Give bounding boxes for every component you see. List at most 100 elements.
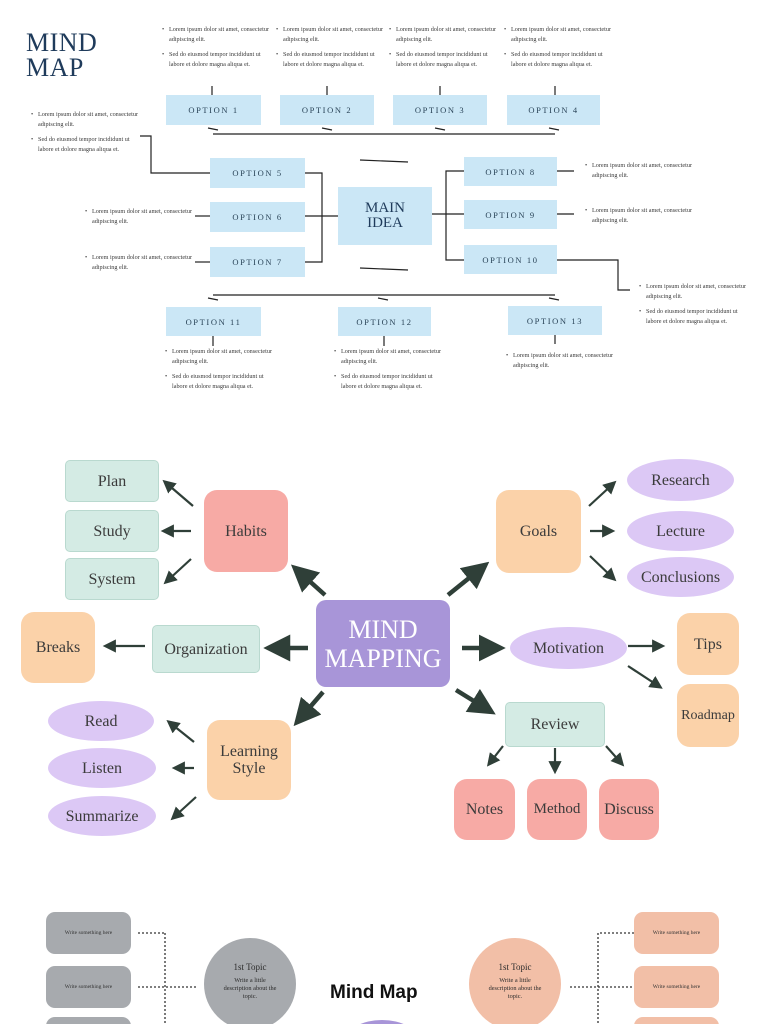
note-bullet: Lorem ipsum dolor sit amet, consectetur … [639, 282, 747, 301]
note-option-11: Lorem ipsum dolor sit amet, consectetur … [165, 347, 273, 391]
note-bullet: Lorem ipsum dolor sit amet, consectetur … [85, 207, 193, 226]
right-pill-3 [634, 1017, 719, 1024]
note-option-6: Lorem ipsum dolor sit amet, consectetur … [85, 207, 193, 226]
note-option-9: Lorem ipsum dolor sit amet, consectetur … [585, 206, 695, 225]
note-bullet: Lorem ipsum dolor sit amet, consectetur … [162, 25, 272, 44]
note-bullet: Sed do eiusmod tempor incididunt ut labo… [639, 307, 747, 326]
option-6-box: OPTION 6 [210, 202, 305, 232]
option-12-box: OPTION 12 [338, 307, 431, 336]
system-node: System [65, 558, 159, 600]
conclusions-node: Conclusions [627, 557, 734, 597]
template-1-connectors [140, 86, 630, 346]
note-bullet: Sed do eiusmod tempor incididunt ut labo… [389, 50, 499, 69]
option-13-box: OPTION 13 [508, 306, 602, 335]
center-line-1: MIND [348, 614, 418, 644]
topic-title: 1st Topic [233, 962, 267, 972]
lecture-node: Lecture [627, 511, 734, 551]
center-line-2: MAPPING [324, 643, 442, 673]
note-bullet: Lorem ipsum dolor sit amet, consectetur … [276, 25, 386, 44]
arrow-to-review [454, 688, 496, 715]
topic-description: Write a little description about the top… [223, 977, 277, 1000]
research-node: Research [627, 459, 734, 501]
option-2-box: OPTION 2 [280, 95, 374, 125]
note-bullet: Lorem ipsum dolor sit amet, consectetur … [31, 110, 139, 129]
right-pill-2: Write something here [634, 966, 719, 1008]
read-node: Read [48, 701, 154, 741]
note-bullet: Sed do eiusmod tempor incididunt ut labo… [165, 372, 273, 391]
tips-node: Tips [677, 613, 739, 675]
note-bullet: Lorem ipsum dolor sit amet, consectetur … [389, 25, 499, 44]
note-option-2: Lorem ipsum dolor sit amet, consectetur … [276, 25, 386, 69]
note-option-3: Lorem ipsum dolor sit amet, consectetur … [389, 25, 499, 69]
note-bullet: Sed do eiusmod tempor incididunt ut labo… [504, 50, 614, 69]
main-idea-line-2: IDEA [367, 215, 403, 231]
left-pill-2: Write something here [46, 966, 131, 1008]
note-bullet: Sed do eiusmod tempor incididunt ut labo… [31, 135, 139, 154]
option-4-box: OPTION 4 [507, 95, 600, 125]
template-3-title: Mind Map [330, 982, 418, 1003]
review-node: Review [505, 702, 605, 747]
note-bullet: Lorem ipsum dolor sit amet, consectetur … [585, 206, 695, 225]
note-bullet: Sed do eiusmod tempor incididunt ut labo… [276, 50, 386, 69]
organization-node: Organization [152, 625, 260, 673]
arrow-to-learning-style [293, 690, 325, 727]
note-option-13: Lorem ipsum dolor sit amet, consectetur … [506, 351, 614, 370]
option-8-box: OPTION 8 [464, 157, 557, 186]
discuss-node: Discuss [599, 779, 659, 840]
topic-description: Write a little description about the top… [488, 977, 542, 1000]
note-option-5: Lorem ipsum dolor sit amet, consectetur … [31, 110, 139, 154]
roadmap-node: Roadmap [677, 684, 739, 747]
note-option-4: Lorem ipsum dolor sit amet, consectetur … [504, 25, 614, 69]
option-9-box: OPTION 9 [464, 200, 557, 229]
topic-title: 1st Topic [498, 962, 532, 972]
left-pill-3 [46, 1017, 131, 1024]
center-ellipse-partial [360, 1020, 404, 1024]
note-option-7: Lorem ipsum dolor sit amet, consectetur … [85, 253, 193, 272]
note-bullet: Lorem ipsum dolor sit amet, consectetur … [85, 253, 193, 272]
option-7-box: OPTION 7 [210, 247, 305, 277]
right-pill-1: Write something here [634, 912, 719, 954]
left-pill-1: Write something here [46, 912, 131, 954]
arrow-to-goals [446, 561, 490, 597]
main-idea-line-1: MAIN [365, 200, 405, 216]
note-bullet: Lorem ipsum dolor sit amet, consectetur … [504, 25, 614, 44]
summarize-node: Summarize [48, 796, 156, 836]
learning-style-line-1: Learning [220, 743, 278, 760]
option-11-box: OPTION 11 [166, 307, 261, 336]
note-bullet: Lorem ipsum dolor sit amet, consectetur … [334, 347, 442, 366]
title-line-2: MAP [26, 53, 84, 82]
learning-style-node: Learning Style [207, 720, 291, 800]
listen-node: Listen [48, 748, 156, 788]
note-bullet: Lorem ipsum dolor sit amet, consectetur … [585, 161, 695, 180]
notes-node: Notes [454, 779, 515, 840]
habits-node: Habits [204, 490, 288, 572]
template-1-title: MIND MAP [26, 28, 98, 82]
note-bullet: Sed do eiusmod tempor incididunt ut labo… [334, 372, 442, 391]
learning-style-line-2: Style [232, 760, 266, 777]
center-node: MIND MAPPING [316, 600, 450, 687]
right-topic-circle: 1st Topic Write a little description abo… [469, 938, 561, 1024]
note-option-10: Lorem ipsum dolor sit amet, consectetur … [639, 282, 747, 326]
left-topic-circle: 1st Topic Write a little description abo… [204, 938, 296, 1024]
note-bullet: Sed do eiusmod tempor incididunt ut labo… [162, 50, 272, 69]
note-option-12: Lorem ipsum dolor sit amet, consectetur … [334, 347, 442, 391]
note-option-1: Lorem ipsum dolor sit amet, consectetur … [162, 25, 272, 69]
arrow-to-habits [290, 564, 327, 597]
note-option-8: Lorem ipsum dolor sit amet, consectetur … [585, 161, 695, 180]
method-node: Method [527, 779, 587, 840]
goals-node: Goals [496, 490, 581, 573]
option-3-box: OPTION 3 [393, 95, 487, 125]
main-idea-box: MAIN IDEA [338, 187, 432, 245]
title-line-1: MIND [26, 28, 98, 57]
note-bullet: Lorem ipsum dolor sit amet, consectetur … [165, 347, 273, 366]
option-10-box: OPTION 10 [464, 245, 557, 274]
breaks-node: Breaks [21, 612, 95, 683]
option-5-box: OPTION 5 [210, 158, 305, 188]
plan-node: Plan [65, 460, 159, 502]
note-bullet: Lorem ipsum dolor sit amet, consectetur … [506, 351, 614, 370]
study-node: Study [65, 510, 159, 552]
option-1-box: OPTION 1 [166, 95, 261, 125]
